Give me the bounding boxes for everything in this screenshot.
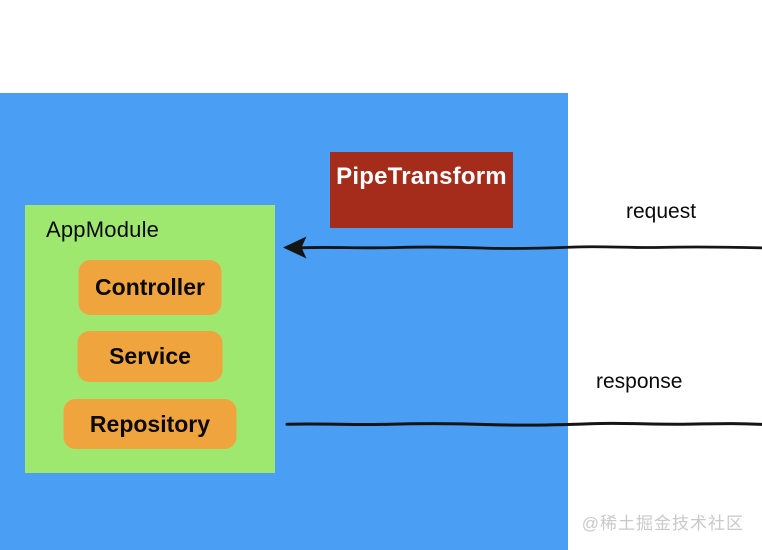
app-module-label: AppModule (46, 217, 160, 242)
app-module-box: AppModule Controller Service Repository (25, 205, 275, 473)
request-label: request (626, 200, 697, 223)
pipe-transform-box: PipeTransform (330, 152, 513, 228)
service-box: Service (77, 331, 223, 382)
response-label: response (596, 370, 683, 393)
controller-box: Controller (78, 260, 222, 315)
watermark: @稀土掘金技术社区 (581, 514, 744, 533)
repository-box: Repository (63, 399, 237, 449)
